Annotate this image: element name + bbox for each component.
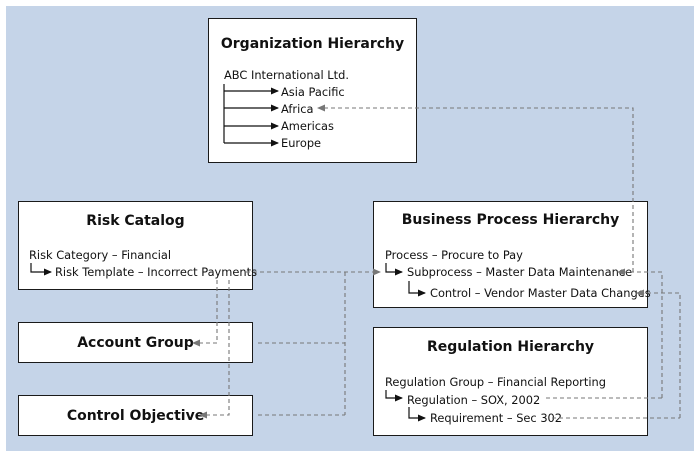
- regulation-group: Regulation Group – Financial Reporting: [385, 375, 606, 389]
- region-europe: Europe: [281, 136, 322, 150]
- risk-catalog-box: Risk Catalog Risk Category – Financial R…: [18, 201, 257, 290]
- subprocess-item: Subprocess – Master Data Maintenance: [407, 265, 633, 279]
- tree-connector-lines: [30, 263, 426, 422]
- organization-tree-lines: [223, 84, 279, 147]
- risk-catalog-title: Risk Catalog: [86, 213, 185, 229]
- organization-hierarchy-box: Organization Hierarchy ABC International…: [208, 18, 417, 163]
- business-process-hierarchy-title: Business Process Hierarchy: [401, 212, 620, 228]
- control-objective-title: Control Objective: [66, 407, 205, 424]
- regulation-item: Regulation – SOX, 2002: [407, 393, 541, 407]
- requirement-item: Requirement – Sec 302: [430, 411, 563, 425]
- risk-template: Risk Template – Incorrect Payments: [55, 265, 258, 279]
- dashed-link-lines: [192, 104, 681, 419]
- risk-category: Risk Category – Financial: [29, 248, 172, 262]
- region-americas: Americas: [281, 119, 334, 133]
- organization-root: ABC International Ltd.: [224, 68, 349, 82]
- control-item: Control – Vendor Master Data Changes: [430, 286, 651, 300]
- account-group-title: Account Group: [77, 334, 194, 351]
- control-objective-box: Control Objective: [18, 395, 253, 436]
- region-asia-pacific: Asia Pacific: [281, 85, 345, 99]
- region-africa: Africa: [281, 102, 314, 116]
- regulation-hierarchy-title: Regulation Hierarchy: [426, 339, 595, 355]
- organization-hierarchy-title: Organization Hierarchy: [220, 36, 405, 52]
- process-item: Process – Procure to Pay: [385, 248, 523, 262]
